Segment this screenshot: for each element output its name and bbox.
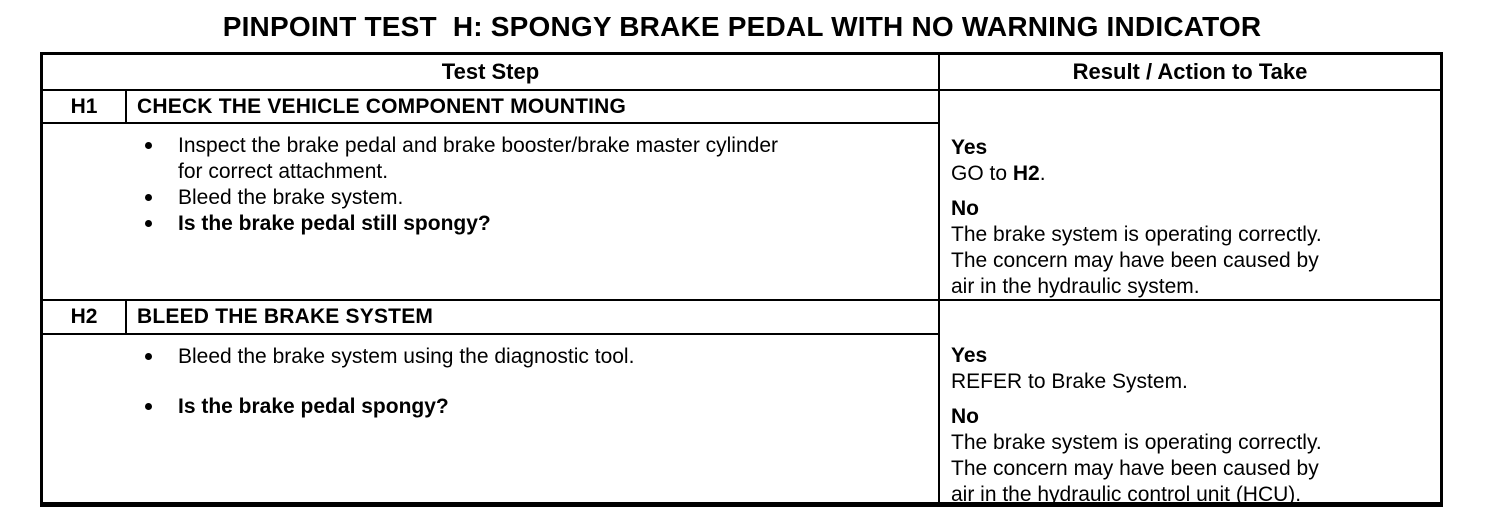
result-h1-yes-action-suffix: . [1039, 162, 1046, 185]
step-title-h2: BLEED THE BRAKE SYSTEM [127, 301, 940, 335]
result-h1-no-label: No [951, 197, 979, 220]
page-title: PINPOINT TEST H: SPONGY BRAKE PEDAL WITH… [222, 11, 1262, 42]
bullet-icon [145, 194, 152, 201]
result-h2-no-line: air in the hydraulic control unit (HCU). [951, 483, 1302, 506]
result-cell-h2: Yes REFER to Brake System. No The brake … [940, 301, 1440, 506]
step-bullet-line: Is the brake pedal still spongy? [178, 212, 491, 235]
bullet-icon [145, 403, 152, 410]
pinpoint-test-table: Test Step Result / Action to Take H1 CHE… [40, 52, 1443, 507]
step-title-h1: CHECK THE VEHICLE COMPONENT MOUNTING [127, 91, 940, 124]
bullet-icon [145, 142, 152, 149]
step-bullet-item: Bleed the brake system using the diagnos… [43, 344, 938, 370]
step-bullet-line: for correct attachment. [178, 160, 389, 183]
result-h2-yes-action-prefix: REFER to Brake System. [951, 370, 1188, 393]
step-title-h1-label: CHECK THE VEHICLE COMPONENT MOUNTING [137, 94, 627, 118]
step-bullet-item: Inspect the brake pedal and brake booste… [43, 133, 938, 185]
step-bullet-item: Bleed the brake system. [43, 185, 938, 211]
result-h2-no-label: No [951, 405, 979, 428]
bullet-icon [145, 353, 152, 360]
column-header-test-step-label: Test Step [441, 59, 540, 84]
bullet-icon [145, 220, 152, 227]
result-h1-no-line: The brake system is operating correctly. [951, 223, 1322, 246]
column-header-result-label: Result / Action to Take [1072, 59, 1308, 84]
column-header-test-step: Test Step [43, 55, 940, 91]
result-h2-no-line: The concern may have been caused by [951, 457, 1319, 480]
result-h1-yes-action: GO to H2. [951, 161, 1432, 187]
result-h1-no-line: The concern may have been caused by [951, 249, 1319, 272]
result-h1-no-line: air in the hydraulic system. [951, 275, 1200, 298]
result-h1-yes-action-ref: H2 [1012, 162, 1040, 185]
step-body-h1: Inspect the brake pedal and brake booste… [43, 124, 940, 301]
result-h2-no-line: The brake system is operating correctly. [951, 431, 1322, 454]
step-id-h1-label: H1 [70, 94, 98, 118]
table-grid: Test Step Result / Action to Take H1 CHE… [43, 55, 1440, 506]
result-h2-yes-action: REFER to Brake System. [951, 369, 1432, 395]
step-bullet-line: Bleed the brake system using the diagnos… [178, 345, 635, 368]
step-body-h2: Bleed the brake system using the diagnos… [43, 335, 940, 502]
step-id-h2: H2 [43, 301, 127, 335]
result-h1-yes-label: Yes [951, 136, 988, 159]
step-bullet-line: Is the brake pedal spongy? [178, 395, 449, 418]
step-title-h2-label: BLEED THE BRAKE SYSTEM [137, 305, 434, 328]
result-h1-yes-action-prefix: GO to [951, 162, 1013, 185]
result-cell-h1: Yes GO to H2. No The brake system is ope… [940, 91, 1440, 301]
column-header-result: Result / Action to Take [940, 55, 1440, 91]
step-bullet-line: Bleed the brake system. [178, 186, 404, 209]
step-bullet-item: Is the brake pedal still spongy? [43, 211, 938, 237]
step-bullet-line: Inspect the brake pedal and brake booste… [178, 134, 779, 157]
step-id-h1: H1 [43, 91, 127, 124]
step-id-h2-label: H2 [70, 305, 98, 328]
step-bullet-item: Is the brake pedal spongy? [43, 394, 938, 420]
result-h2-yes-label: Yes [951, 344, 988, 367]
